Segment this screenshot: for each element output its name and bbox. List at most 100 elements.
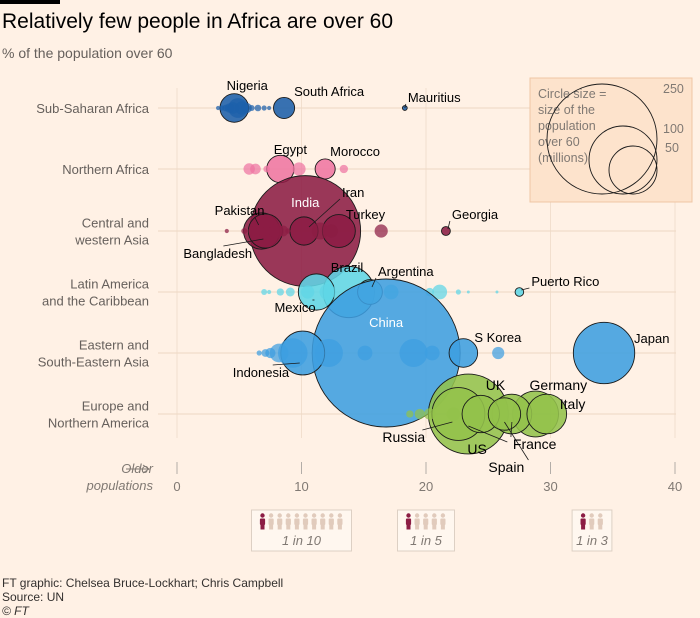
annotation-spain: Spain [488, 459, 524, 475]
annotation-uk: UK [486, 377, 506, 393]
annotation-egypt: Egypt [274, 142, 308, 157]
person-icon [302, 513, 309, 530]
annotation-mauritius: Mauritius [408, 90, 461, 105]
x-tick-label: 10 [294, 479, 308, 494]
legend: Circle size = size of the population ove… [529, 77, 693, 203]
bubble [414, 408, 425, 420]
bubble [224, 228, 229, 234]
bubble [495, 290, 499, 294]
legend-circle [546, 83, 658, 195]
annotation-leader [447, 220, 451, 230]
arrow-right-icon [126, 464, 150, 474]
bubble [222, 104, 229, 112]
top-accent-bar [0, 0, 60, 4]
bubble [455, 289, 461, 295]
marker-1: 1 in 10 [251, 509, 352, 552]
bubble [261, 105, 267, 111]
bubble [267, 289, 272, 295]
bubble [424, 345, 440, 361]
x-tick-label: 30 [543, 479, 557, 494]
annotation-pakistan: Pakistan [215, 203, 265, 218]
bubble [276, 288, 284, 296]
bubble [248, 105, 255, 111]
footer-graphic-credit: FT graphic: Chelsea Bruce-Lockhart; Chri… [2, 576, 284, 590]
annotation-morocco: Morocco [330, 144, 380, 159]
annotation-leader [308, 198, 341, 228]
legend-text-3: population [538, 119, 596, 133]
annotation-leader [223, 238, 264, 247]
bubble [254, 104, 262, 112]
bubble [466, 290, 470, 294]
bubble [267, 105, 272, 111]
category-label: Eastern and [79, 338, 149, 353]
bubble [424, 408, 436, 420]
bubble-georgia [441, 226, 451, 236]
marker-label: 1 in 10 [282, 533, 322, 548]
footer-copyright: © FT [2, 604, 29, 618]
bubble [256, 350, 262, 356]
annotation-leader [404, 103, 407, 109]
legend-size-label: 250 [663, 82, 684, 96]
annotation-leader [510, 421, 513, 438]
category-label: South-Eastern Asia [38, 355, 150, 370]
legend-text-1: Circle size = [538, 87, 606, 101]
person-icon [320, 513, 326, 530]
person-icon [414, 513, 420, 530]
annotation-us: US [467, 441, 486, 457]
bubble [311, 222, 329, 240]
marker-label: 1 in 3 [576, 533, 609, 548]
person-icon [423, 513, 429, 530]
annotation-nigeria: Nigeria [227, 78, 269, 93]
annotation-germany: Germany [530, 377, 588, 393]
legend-text-2: size of the [538, 103, 595, 117]
bubble [241, 102, 252, 114]
annotation-india: India [291, 195, 320, 210]
category-label: Latin America [70, 277, 150, 292]
marker-2: 1 in 5 [397, 509, 455, 552]
bubble [374, 224, 388, 238]
x-tick-label: 0 [173, 479, 180, 494]
annotation-france: France [513, 436, 557, 452]
annotation-italy: Italy [560, 396, 586, 412]
x-tick-label: 20 [419, 479, 433, 494]
axis-note-line-2: populations [86, 478, 154, 493]
annotation-leader [468, 425, 508, 443]
legend-size-label: 50 [665, 141, 679, 155]
bubble [219, 105, 225, 111]
person-icon [597, 513, 603, 530]
annotation-leader [521, 287, 530, 291]
bubble [285, 228, 291, 234]
bubble [215, 105, 221, 111]
bubble-south-africa [273, 96, 296, 120]
bubble [492, 346, 505, 360]
bubble [446, 407, 461, 421]
bubble-spain [487, 397, 522, 431]
bubbles [215, 93, 636, 455]
person-icon [277, 513, 283, 530]
person-icon [311, 513, 317, 530]
person-icon [440, 513, 446, 530]
bubble [406, 410, 414, 418]
bubble-s-korea [448, 338, 479, 368]
person-icon [431, 513, 437, 530]
legend-circle [588, 125, 658, 195]
person-icon [268, 513, 274, 530]
bubble [432, 284, 448, 300]
annotation-leader [272, 362, 300, 366]
person-icon [580, 513, 586, 530]
x-tick-label: 40 [668, 479, 682, 494]
bubble-japan [572, 321, 636, 385]
person-icon [337, 513, 343, 530]
annotation-turkey: Turkey [346, 207, 386, 222]
footer-source: Source: UN [2, 590, 65, 604]
person-icon [589, 513, 595, 530]
bubble [269, 343, 289, 363]
marker-3: 1 in 3 [571, 509, 613, 552]
annotation-bangladesh: Bangladesh [183, 246, 252, 261]
legend-text-5: (millions) [538, 151, 588, 165]
bubble [399, 338, 428, 368]
